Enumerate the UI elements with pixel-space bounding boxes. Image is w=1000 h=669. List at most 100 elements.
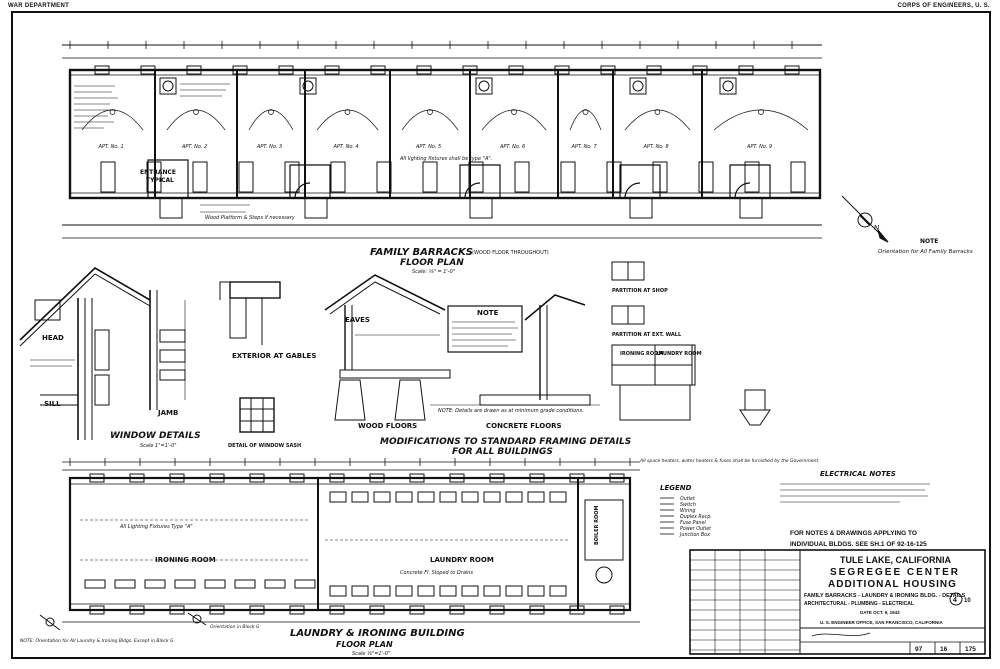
lighting-arc	[401, 109, 459, 131]
stove-icon	[302, 80, 314, 92]
apartment-label: APT. No. 3	[256, 144, 282, 150]
modifications-title: MODIFICATIONS TO STANDARD FRAMING DETAIL…	[380, 437, 631, 447]
laundry-ironing-room-label: IRONING ROOM	[155, 556, 216, 564]
lighting-arc	[713, 109, 809, 131]
wood-step	[469, 197, 493, 219]
typical-label: TYPICAL	[146, 177, 174, 184]
laundry-tub	[461, 491, 479, 503]
window	[606, 161, 622, 193]
laundry-tub	[505, 585, 523, 597]
window	[140, 65, 156, 75]
apartment-label: APT. No. 7	[571, 144, 598, 150]
window-jamb-detail	[149, 290, 186, 410]
tb-date: DATE OCT. 9, 1943	[860, 610, 900, 615]
tb-sheet-of: 10	[964, 598, 971, 604]
light-fixture-icon	[268, 109, 274, 115]
concrete-floor-detail	[430, 294, 600, 406]
window	[489, 473, 505, 483]
exterior-gables-detail	[219, 281, 281, 345]
laundry-room-label: LAUNDRY ROOM	[430, 556, 494, 564]
tb-file-no-2: 16	[940, 646, 948, 653]
window	[369, 605, 385, 615]
tb-sheet-no: 4	[953, 597, 957, 604]
lighting-arc	[624, 109, 691, 131]
exterior-gables-label: EXTERIOR AT GABLES	[232, 352, 316, 360]
stove-box	[299, 77, 317, 95]
laundry-tub	[439, 491, 457, 503]
step-note: Wood Platform & Steps if necessary	[205, 215, 296, 221]
ironing-board	[234, 579, 256, 589]
tb-project: ADDITIONAL HOUSING	[828, 579, 957, 590]
window	[489, 605, 505, 615]
legend-item: Junction Box	[679, 532, 710, 538]
window-details-scale: Scale 1"=1'-0"	[140, 443, 177, 449]
partition-details	[611, 261, 696, 421]
laundry-orientation-note: NOTE: Orientation for All Laundry & Iron…	[20, 638, 174, 644]
header-right: CORPS OF ENGINEERS, U. S.	[897, 3, 990, 9]
laundry-tub	[505, 491, 523, 503]
laundry-tub	[395, 585, 413, 597]
laundry-ironing-plan	[39, 458, 640, 631]
window	[738, 65, 754, 75]
window-head-detail	[19, 267, 151, 440]
window	[744, 161, 760, 193]
ironing-board	[264, 579, 286, 589]
legend-item: Fuse Panel	[680, 520, 706, 526]
entry-vestibule	[729, 164, 771, 198]
legend-item: Wiring	[680, 508, 695, 514]
stove-box	[719, 77, 737, 95]
stove-box	[629, 77, 647, 95]
window	[186, 65, 202, 75]
tb-location: TULE LAKE, CALIFORNIA	[840, 555, 951, 565]
entrance-label: ENTRANCE	[140, 169, 176, 176]
lighting-arc	[166, 109, 226, 131]
laundry-building-title: LAUNDRY & IRONING BUILDING	[290, 628, 465, 639]
window	[329, 473, 345, 483]
window	[94, 65, 110, 75]
window	[569, 473, 585, 483]
window	[554, 65, 570, 75]
window	[560, 161, 576, 193]
light-fixture-icon	[511, 109, 517, 115]
stove-icon	[162, 80, 174, 92]
laundry-tub	[417, 491, 435, 503]
window	[416, 65, 432, 75]
window	[646, 65, 662, 75]
window	[209, 473, 225, 483]
family-barracks-title-note: (WOOD FLOOR THROUGHOUT)	[472, 250, 549, 256]
legend-item: Power Outlet	[680, 526, 712, 532]
window	[529, 473, 545, 483]
entry-vestibule	[619, 164, 661, 198]
stove-box	[159, 77, 177, 95]
laundry-tub	[439, 585, 457, 597]
apartment-label: APT. No. 4	[333, 144, 359, 150]
partition-ext-label: PARTITION AT EXT. WALL	[612, 332, 682, 338]
north-arrow	[841, 195, 889, 243]
concrete-floors-label: CONCRETE FLOORS	[486, 422, 562, 430]
window	[169, 473, 185, 483]
light-fixture-icon	[427, 109, 433, 115]
tb-desc2: ARCHITECTURAL - PLUMBING - ELECTRICAL	[804, 601, 914, 607]
window	[790, 161, 806, 193]
north-label: N	[874, 224, 879, 232]
laundry-lighting-note: All Lighting Fixtures Type "A"	[119, 524, 193, 530]
tb-office: U. S. ENGINEER OFFICE, SAN FRANCISCO, CA…	[820, 620, 944, 625]
window	[289, 605, 305, 615]
orientation-note-title: NOTE	[920, 238, 938, 245]
legend-item: Outlet	[680, 496, 696, 502]
electrical-notes-title: ELECTRICAL NOTES	[820, 470, 896, 478]
door-swing	[624, 182, 641, 199]
title-block	[689, 549, 986, 655]
light-fixture-icon	[344, 109, 351, 115]
electrical-side-note: All space heaters, water heaters & fuses…	[639, 458, 820, 464]
laundry-tub	[329, 491, 347, 503]
tb-file-no-1: 97	[915, 646, 923, 653]
window	[376, 161, 392, 193]
window	[329, 605, 345, 615]
window	[569, 605, 585, 615]
laundry-tub	[351, 491, 369, 503]
tb-desc1: FAMILY BARRACKS - LAUNDRY & IRONING BLDG…	[804, 593, 966, 599]
sill-label: SILL	[44, 400, 61, 408]
